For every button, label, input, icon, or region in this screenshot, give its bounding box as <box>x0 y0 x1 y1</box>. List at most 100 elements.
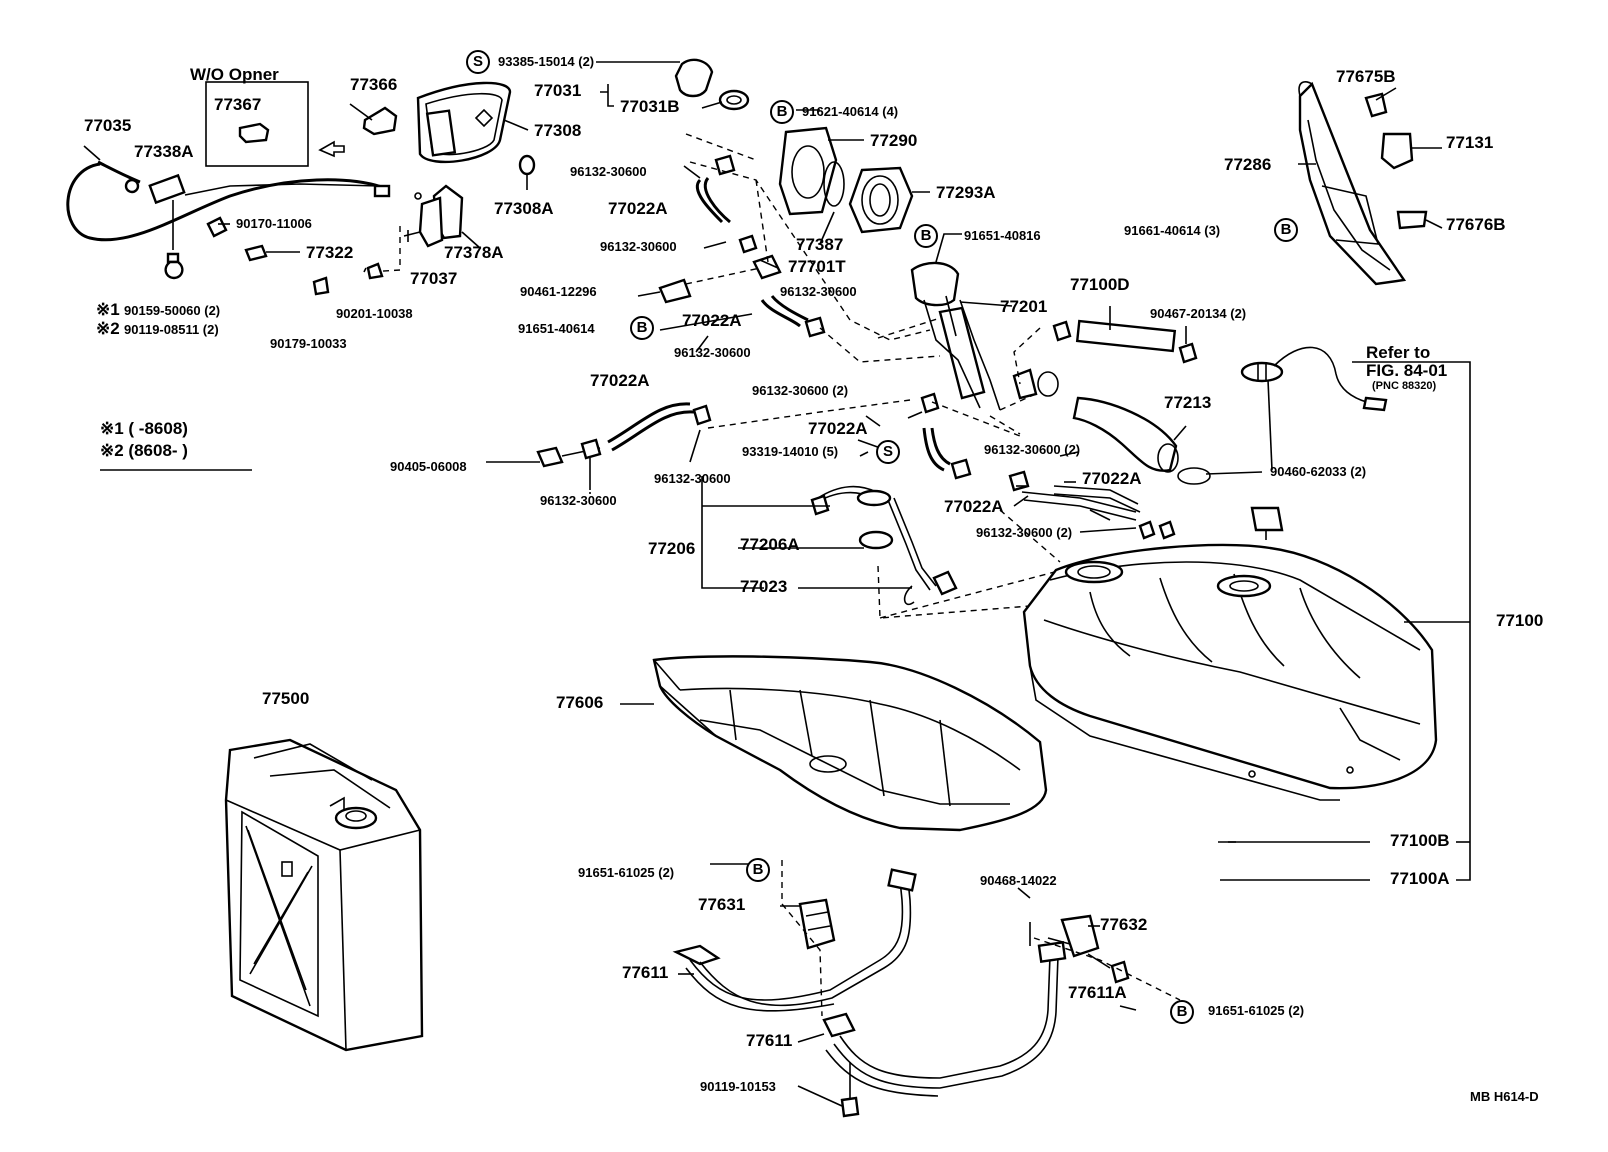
breather-hose-drawing <box>1013 319 1211 485</box>
marker-s-93319: S <box>876 440 900 464</box>
part-96132-30600-g-label: 96132-30600 <box>540 493 617 508</box>
tank-straps-drawing <box>672 860 1181 1118</box>
note-2-mark: ※2 <box>96 319 120 338</box>
marker-b-91621: B <box>770 100 794 124</box>
part-77023-label: 77023 <box>740 577 788 596</box>
part-90460-62033-label: 90460-62033 (2) <box>1270 464 1367 479</box>
part-96132-30600-f-label: 96132-30600 (2) <box>984 442 1081 457</box>
part-77022A-b-label: 77022A <box>682 311 742 330</box>
part-77322-label: 77322 <box>306 243 354 262</box>
part-77206A-label: 77206A <box>740 535 800 554</box>
fig-ref-link[interactable]: FIG. 84-01 <box>1366 361 1448 380</box>
part-91651-61025-a-label: 91651-61025 (2) <box>578 865 675 880</box>
part-77367-label: 77367 <box>214 95 262 114</box>
pnc-ref-label: (PNC 88320) <box>1372 380 1437 392</box>
part-77308A-label: 77308A <box>494 199 554 218</box>
part-90201-10038-label: 90201-10038 <box>336 306 413 321</box>
part-77131-label: 77131 <box>1446 133 1494 152</box>
part-77606-label: 77606 <box>556 693 604 712</box>
part-93385-15014-label: 93385-15014 (2) <box>498 54 595 69</box>
part-96132-30600-h-label: 96132-30600 <box>654 471 731 486</box>
part-90405-06008-label: 90405-06008 <box>390 459 467 474</box>
part-96132-30600-a-label: 96132-30600 <box>570 164 647 179</box>
part-77037-label: 77037 <box>410 269 458 288</box>
part-90119-10153-label: 90119-10153 <box>700 1079 776 1094</box>
part-77378A-label: 77378A <box>444 243 504 262</box>
wo-opener-label: W/O Opner <box>190 65 279 84</box>
part-96132-30600-i-label: 96132-30600 (2) <box>976 525 1073 540</box>
part-96132-30600-c-label: 96132-30600 <box>780 284 857 299</box>
part-77611A-label: 77611A <box>1068 983 1127 1002</box>
part-77213-label: 77213 <box>1164 393 1212 412</box>
part-77701T-label: 77701T <box>788 257 846 276</box>
part-77286-label: 77286 <box>1224 155 1272 174</box>
part-77500-label: 77500 <box>262 689 310 708</box>
fuel-tank-drawing <box>1022 543 1438 801</box>
part-77676B-label: 77676B <box>1446 215 1506 234</box>
part-77031B-label: 77031B <box>620 97 680 116</box>
part-77631-label: 77631 <box>698 895 746 914</box>
note-1-part-label: 90159-50060 (2) <box>124 303 221 318</box>
part-77031-label: 77031 <box>534 81 582 100</box>
part-96132-30600-e-label: 96132-30600 (2) <box>752 383 849 398</box>
note-1-mark: ※1 <box>96 300 120 319</box>
part-77100D-label: 77100D <box>1070 275 1130 294</box>
part-77338A-label: 77338A <box>134 142 194 161</box>
part-77611-b-label: 77611 <box>746 1031 793 1050</box>
leader-lines <box>100 61 1471 1107</box>
marker-s-93385: S <box>466 50 490 74</box>
fuel-pump-drawing <box>877 261 1059 435</box>
part-77293A-label: 77293A <box>936 183 996 202</box>
part-91621-40614-label: 91621-40614 (4) <box>802 104 899 119</box>
part-90467-20134-label: 90467-20134 (2) <box>1150 306 1247 321</box>
part-77022A-d-label: 77022A <box>808 419 868 438</box>
part-77022A-c-label: 77022A <box>590 371 650 390</box>
part-77022A-a-label: 77022A <box>608 199 668 218</box>
fuel-sender-gauge-drawing <box>1240 346 1388 540</box>
part-77611-a-label: 77611 <box>622 963 669 982</box>
marker-b-91651-61025-b: B <box>1170 1000 1194 1024</box>
part-77290-label: 77290 <box>870 131 918 150</box>
legend-note-2: ※2 (8608- ) <box>100 441 188 460</box>
part-77366-label: 77366 <box>350 75 398 94</box>
part-77206-label: 77206 <box>648 539 696 558</box>
marker-b-91661: B <box>1274 218 1298 242</box>
part-91661-40614-label: 91661-40614 (3) <box>1124 223 1221 238</box>
tank-protector-drawing <box>652 655 1048 832</box>
refer-to-label: Refer to <box>1366 343 1431 362</box>
part-77100A-label: 77100A <box>1390 869 1450 888</box>
part-90468-14022-label: 90468-14022 <box>980 873 1057 888</box>
marker-b-91651-61025-a: B <box>746 858 770 882</box>
part-77308-label: 77308 <box>534 121 582 140</box>
marker-b-91651-40614: B <box>630 316 654 340</box>
part-77632-label: 77632 <box>1100 915 1148 934</box>
part-91651-40614-label: 91651-40614 <box>518 321 595 336</box>
part-90179-10033-label: 90179-10033 <box>270 336 347 351</box>
diagram-code-label: MB H614-D <box>1470 1089 1539 1104</box>
part-93319-14010-label: 93319-14010 (5) <box>742 444 839 459</box>
part-77675B-label: 77675B <box>1336 67 1396 86</box>
note-2-part-label: 90119-08511 (2) <box>124 322 219 337</box>
vapor-lines-drawing <box>536 392 1176 563</box>
part-96132-30600-b-label: 96132-30600 <box>600 239 677 254</box>
part-77035-label: 77035 <box>84 116 132 135</box>
part-77100B-label: 77100B <box>1390 831 1450 850</box>
part-90170-11006-label: 90170-11006 <box>236 216 312 231</box>
part-77387-label: 77387 <box>796 235 844 254</box>
filler-neck-drawing <box>658 58 941 363</box>
part-91651-61025-b-label: 91651-61025 (2) <box>1208 1003 1305 1018</box>
part-77022A-e-label: 77022A <box>1082 469 1142 488</box>
part-77201-label: 77201 <box>1000 297 1048 316</box>
legend-note-1: ※1 ( -8608) <box>100 419 188 438</box>
part-77022A-f-label: 77022A <box>944 497 1004 516</box>
jerry-can-drawing <box>224 738 424 1052</box>
fuel-opener-cable-drawing <box>66 81 536 296</box>
part-90461-12296-label: 90461-12296 <box>520 284 597 299</box>
marker-b-91651-40816: B <box>914 224 938 248</box>
part-77100-label: 77100 <box>1496 611 1544 630</box>
heat-shield-drawing <box>1298 81 1428 286</box>
part-91651-40816-label: 91651-40816 <box>964 228 1041 243</box>
part-96132-30600-d-label: 96132-30600 <box>674 345 751 360</box>
